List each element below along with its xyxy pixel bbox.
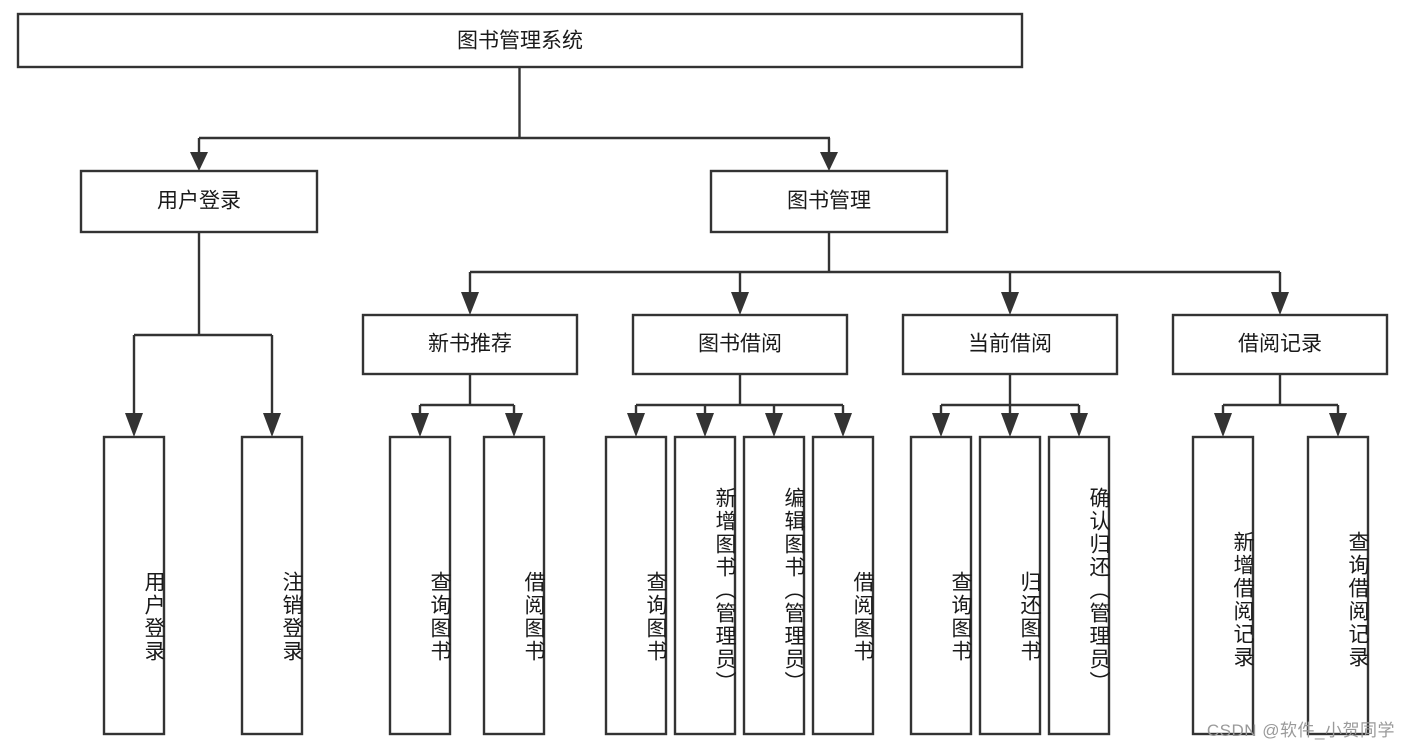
leaf-box-book-borrow-2[interactable] bbox=[673, 435, 737, 736]
arrow-root-to-book-manage bbox=[820, 152, 838, 171]
node-book-borrow[interactable]: 图书借阅 bbox=[631, 313, 849, 376]
leaf-box-borrow-record-1[interactable] bbox=[1191, 435, 1255, 736]
node-user-login-label: 用户登录 bbox=[157, 190, 241, 213]
arrow-bookmanage-child-1 bbox=[461, 292, 479, 315]
node-current-borrow-box[interactable] bbox=[901, 313, 1119, 376]
node-book-manage-box[interactable] bbox=[709, 169, 949, 234]
arrow-currentborrow-leaf-1 bbox=[932, 413, 950, 437]
node-new-book-recommend-label: 新书推荐 bbox=[428, 333, 512, 356]
arrow-currentborrow-leaf-3 bbox=[1070, 413, 1088, 437]
arrow-newbook-leaf-1 bbox=[411, 413, 429, 437]
node-book-borrow-label: 图书借阅 bbox=[698, 333, 782, 356]
leaf-box-book-borrow-3[interactable] bbox=[742, 435, 806, 736]
leaf-box-new-book-1[interactable] bbox=[388, 435, 452, 736]
arrow-bookmanage-child-4 bbox=[1271, 292, 1289, 315]
leaf-box-current-borrow-2[interactable] bbox=[978, 435, 1042, 736]
arrow-bookmanage-child-2 bbox=[731, 292, 749, 315]
arrow-userlogin-leaf-2 bbox=[263, 413, 281, 437]
leaf-box-current-borrow-3[interactable] bbox=[1047, 435, 1111, 736]
node-borrow-record-label: 借阅记录 bbox=[1238, 333, 1322, 356]
arrow-borrowrecord-leaf-2 bbox=[1329, 413, 1347, 437]
arrow-bookborrow-leaf-1 bbox=[627, 413, 645, 437]
node-current-borrow-label: 当前借阅 bbox=[968, 333, 1052, 356]
node-root-label: 图书管理系统 bbox=[457, 30, 583, 53]
arrow-bookborrow-leaf-2 bbox=[696, 413, 714, 437]
node-book-manage-label: 图书管理 bbox=[787, 190, 871, 213]
arrow-currentborrow-leaf-2 bbox=[1001, 413, 1019, 437]
leaf-box-borrow-record-2[interactable] bbox=[1306, 435, 1370, 736]
arrow-newbook-leaf-2 bbox=[505, 413, 523, 437]
arrow-bookborrow-leaf-4 bbox=[834, 413, 852, 437]
node-user-login[interactable]: 用户登录 bbox=[79, 169, 319, 234]
connector-layer bbox=[125, 67, 1347, 437]
node-root-box[interactable] bbox=[16, 12, 1024, 69]
node-root[interactable]: 图书管理系统 bbox=[16, 12, 1024, 69]
leaf-box-book-borrow-1[interactable] bbox=[604, 435, 668, 736]
watermark-text: CSDN @软件_小贺同学 bbox=[1206, 721, 1395, 740]
arrow-root-to-user-login bbox=[190, 152, 208, 171]
arrow-bookborrow-leaf-3 bbox=[765, 413, 783, 437]
leaf-box-user-login-1[interactable] bbox=[102, 435, 166, 736]
arrow-userlogin-leaf-1 bbox=[125, 413, 143, 437]
leaf-box-current-borrow-1[interactable] bbox=[909, 435, 973, 736]
node-new-book-recommend-box[interactable] bbox=[361, 313, 579, 376]
node-book-manage[interactable]: 图书管理 bbox=[709, 169, 949, 234]
leaf-box-book-borrow-4[interactable] bbox=[811, 435, 875, 736]
node-borrow-record-box[interactable] bbox=[1171, 313, 1389, 376]
arrow-bookmanage-child-3 bbox=[1001, 292, 1019, 315]
node-book-borrow-box[interactable] bbox=[631, 313, 849, 376]
node-borrow-record[interactable]: 借阅记录 bbox=[1171, 313, 1389, 376]
node-new-book-recommend[interactable]: 新书推荐 bbox=[361, 313, 579, 376]
leaf-box-user-login-2[interactable] bbox=[240, 435, 304, 736]
arrow-borrowrecord-leaf-1 bbox=[1214, 413, 1232, 437]
node-current-borrow[interactable]: 当前借阅 bbox=[901, 313, 1119, 376]
node-user-login-box[interactable] bbox=[79, 169, 319, 234]
leaf-box-new-book-2[interactable] bbox=[482, 435, 546, 736]
